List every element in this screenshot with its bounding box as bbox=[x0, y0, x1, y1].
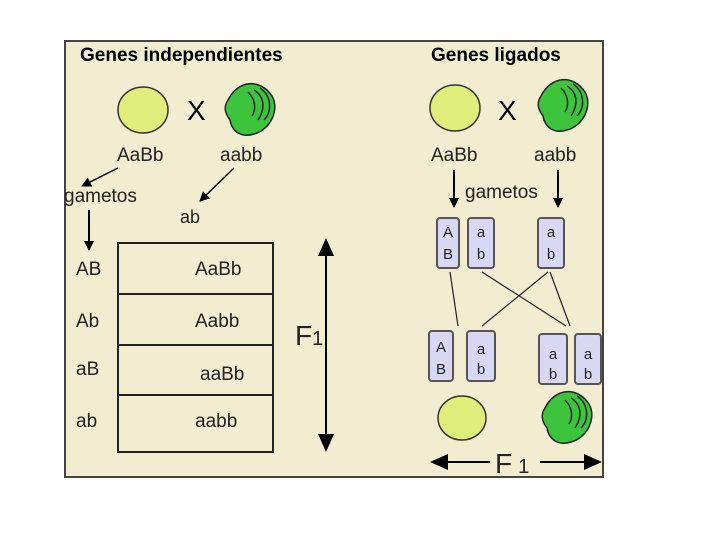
wrinkled-green-pea-icon bbox=[541, 390, 593, 444]
smooth-yellow-pea-icon bbox=[437, 395, 487, 441]
chromosome-pair: A B bbox=[436, 217, 460, 269]
chromosome-pair: a b bbox=[537, 217, 565, 269]
f1-table bbox=[117, 242, 274, 453]
chromosome-pair: a b bbox=[574, 333, 602, 385]
table-row-genotype: Aabb bbox=[195, 311, 240, 332]
table-row-gamete: aB bbox=[76, 359, 100, 380]
chromosome-pair: A B bbox=[428, 330, 454, 382]
smooth-yellow-pea-icon bbox=[429, 84, 481, 132]
gametes-label: gametos bbox=[465, 182, 538, 203]
parent2-gamete: ab bbox=[180, 207, 201, 227]
parent2-genotype: aabb bbox=[534, 145, 577, 166]
table-row-gamete: ab bbox=[76, 411, 98, 432]
chromosome-pair: a b bbox=[466, 330, 496, 382]
f1-label: F1 bbox=[295, 320, 324, 351]
parent2-genotype: aabb bbox=[220, 145, 263, 166]
cross-sign: X bbox=[498, 95, 517, 126]
left-title: Genes independientes bbox=[80, 45, 283, 66]
arrow-to-gametes-right bbox=[199, 167, 235, 202]
table-row-gamete: AB bbox=[76, 259, 102, 280]
cross-lines bbox=[449, 271, 571, 327]
chromosome-pair: a b bbox=[538, 333, 568, 385]
parent1-genotype: AaBb bbox=[431, 145, 478, 166]
table-row-gamete: Ab bbox=[76, 311, 100, 332]
cross-sign: X bbox=[187, 95, 206, 126]
table-row-genotype: aaBb bbox=[200, 364, 245, 385]
wrinkled-green-pea-icon bbox=[537, 78, 589, 132]
smooth-yellow-pea-icon bbox=[117, 86, 169, 134]
wrinkled-green-pea-icon bbox=[224, 82, 276, 136]
chromosome-pair: a b bbox=[467, 217, 495, 269]
arrow-to-gametes-left bbox=[81, 167, 119, 187]
parent1-genotype: AaBb bbox=[117, 145, 164, 166]
gametes-label: gametos bbox=[64, 186, 137, 207]
table-row-genotype: aabb bbox=[195, 411, 238, 432]
right-title: Genes ligados bbox=[431, 45, 561, 66]
table-row-genotype: AaBb bbox=[195, 259, 242, 280]
